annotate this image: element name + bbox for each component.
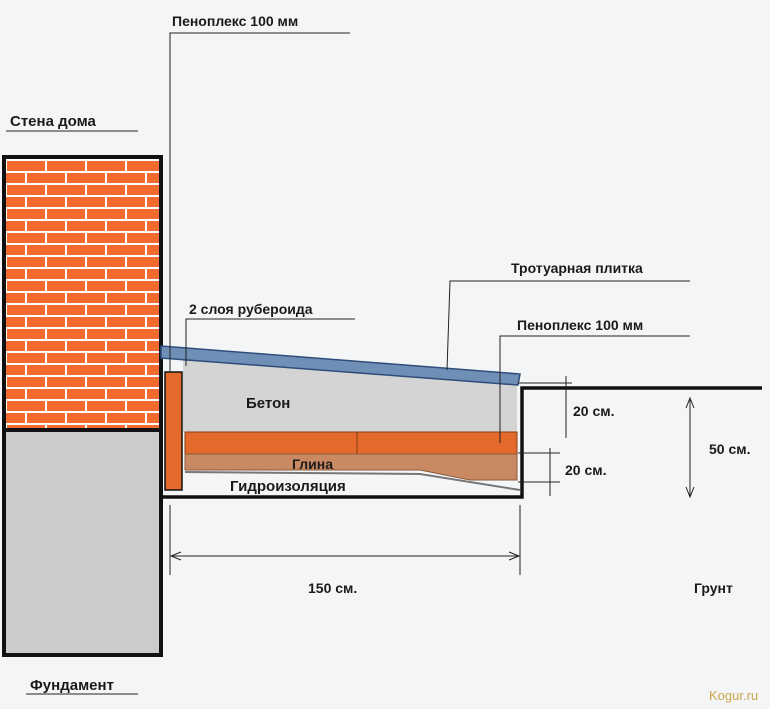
leader-paving-tile (446, 280, 690, 371)
label-dim-20-top: 20 см. (573, 403, 615, 419)
label-penoplex-horizontal: Пеноплекс 100 мм (517, 317, 643, 333)
label-dim-20-bottom: 20 см. (565, 462, 607, 478)
leader-roofing-felt (185, 318, 355, 366)
label-foundation: Фундамент (30, 677, 114, 694)
foundation-block (2, 428, 163, 657)
penoplex-vertical-strip (164, 371, 183, 491)
dim-arrow-150-left (169, 551, 182, 561)
watermark: Kogur.ru (709, 688, 758, 703)
label-dim-50: 50 см. (709, 441, 751, 457)
brick-wall (2, 155, 163, 432)
label-roofing-felt: 2 слоя рубероида (189, 301, 313, 317)
label-wall: Стена дома (10, 113, 96, 130)
leader-penoplex-horizontal (499, 335, 690, 443)
dim-arrow-50-bottom (685, 486, 695, 499)
trench-outline (161, 386, 762, 499)
label-concrete: Бетон (246, 395, 290, 412)
label-paving-tile: Тротуарная плитка (511, 260, 643, 276)
waterproofing-line (184, 471, 521, 491)
dim-arrow-50-top (685, 396, 695, 409)
label-clay: Глина (292, 456, 333, 472)
leader-penoplex-vertical (169, 32, 350, 372)
paving-tile-layer (160, 345, 521, 386)
label-penoplex-vertical: Пеноплекс 100 мм (172, 13, 298, 29)
label-dim-150: 150 см. (308, 580, 357, 596)
label-waterproofing: Гидроизоляция (230, 478, 346, 495)
dim-arrow-150-right (508, 551, 521, 561)
label-soil: Грунт (694, 580, 733, 596)
clay-layer (184, 453, 518, 481)
penoplex-horizontal-layer (184, 431, 518, 455)
